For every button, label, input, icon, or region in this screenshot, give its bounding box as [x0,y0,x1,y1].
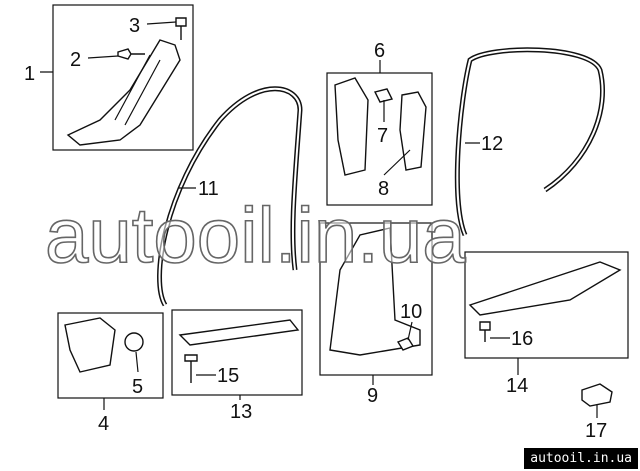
callout-10: 10 [400,301,422,323]
callout-6: 6 [374,40,385,62]
callout-2: 2 [70,49,81,71]
clip-part-3 [175,17,187,40]
group-box-14 [464,251,629,359]
callout-5: 5 [132,376,143,398]
weatherstrip-11-inner [158,87,302,306]
pillar-garnish-detail [114,54,161,126]
group-box-4 [57,312,164,399]
callout-11: 11 [198,178,219,200]
pillar-cover-part-8 [399,91,427,171]
clip-part-5 [124,332,144,352]
site-footer-badge: autooil.in.ua [524,448,638,469]
group-box-13 [171,309,303,396]
watermark: autooil.in.ua [45,191,466,279]
pillar-garnish-part [66,39,181,146]
scuff-plate-part-14 [468,261,622,316]
callout-4: 4 [98,413,109,435]
clip-part-17 [581,383,613,407]
scuff-plate-part-13 [178,319,300,346]
callout-9: 9 [367,385,378,407]
bracket-part-4 [64,317,116,373]
callout-8: 8 [378,178,389,200]
clip-part-7 [373,88,394,103]
callout-1: 1 [24,63,35,85]
group-box-1 [52,4,194,151]
callout-14: 14 [506,375,528,397]
center-pillar-trim-part [329,227,421,356]
leader-lines [40,21,598,418]
callout-3: 3 [129,15,140,37]
callout-7: 7 [377,125,388,147]
weatherstrip-12-inner [456,48,604,236]
weatherstrip-part-12 [454,47,606,236]
clip-part-10 [396,337,415,351]
group-box-9 [319,222,433,376]
pillar-trim-part [334,77,369,176]
callout-15: 15 [217,365,239,387]
callout-17: 17 [585,420,607,442]
callout-12: 12 [481,133,503,155]
callout-13: 13 [230,401,252,423]
callout-16: 16 [511,328,533,350]
clip-part-16 [479,321,491,342]
clip-part-15 [184,354,198,383]
clip-part-2 [117,48,145,60]
